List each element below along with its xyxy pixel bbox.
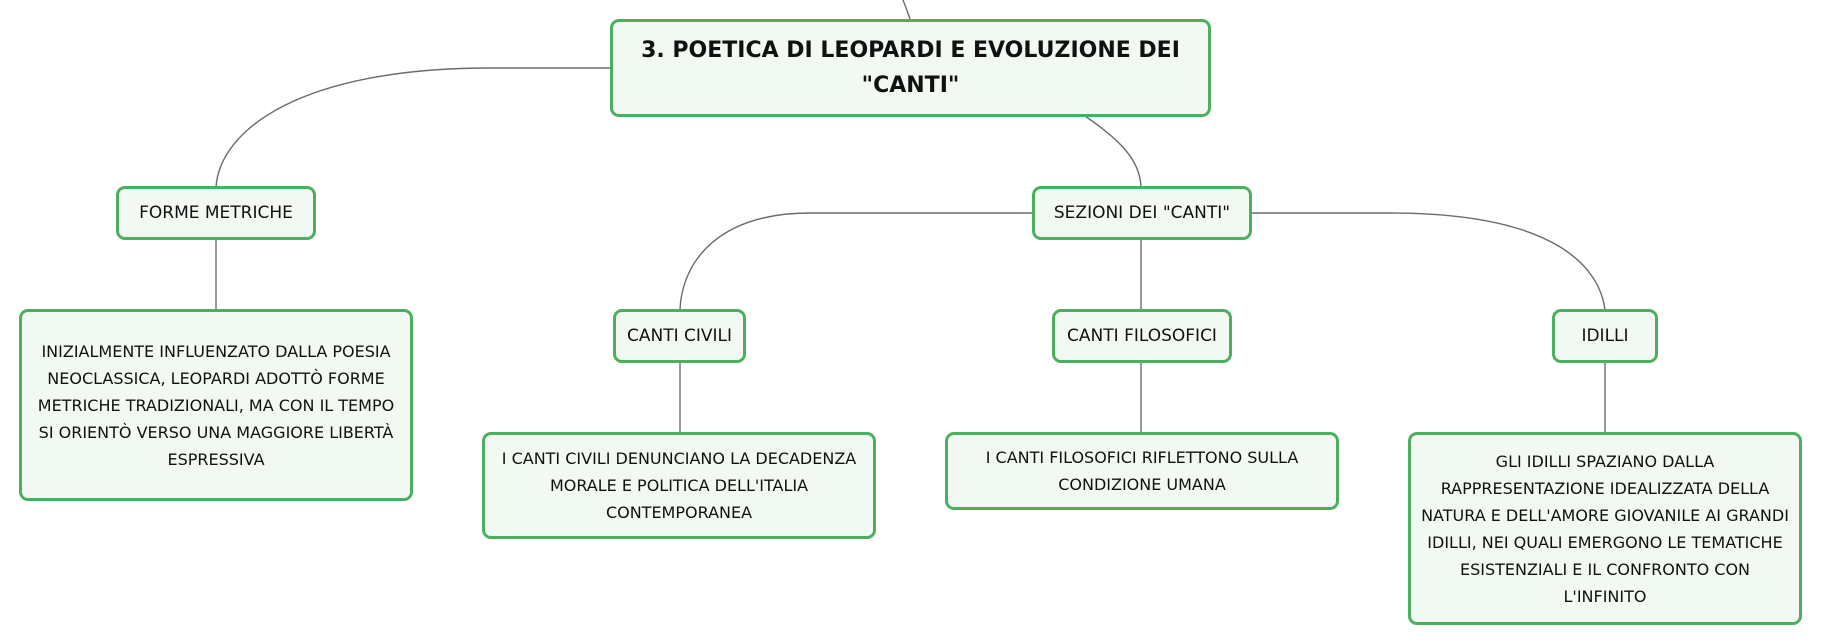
root-topic-node[interactable]: 3. POETICA DI LEOPARDI E EVOLUZIONE DEI … (610, 19, 1211, 117)
forme-metriche-note-node[interactable]: INIZIALMENTE INFLUENZATO DALLA POESIA NE… (19, 309, 413, 501)
connector-root-forme-metriche (215, 67, 610, 188)
idilli-note-text: GLI IDILLI SPAZIANO DALLA RAPPRESENTAZIO… (1421, 451, 1789, 606)
canti-filosofici-node[interactable]: CANTI FILOSOFICI (1052, 309, 1232, 363)
canti-filosofici-label: CANTI FILOSOFICI (1067, 326, 1217, 346)
forme-metriche-note-text: INIZIALMENTE INFLUENZATO DALLA POESIA NE… (37, 341, 395, 469)
connector-sezioni-idilli (1252, 212, 1606, 311)
idilli-label: IDILLI (1581, 326, 1629, 346)
canti-filosofici-note-text: I CANTI FILOSOFICI RIFLETTONO SULLA COND… (985, 448, 1299, 494)
canti-civili-note-text: I CANTI CIVILI DENUNCIANO LA DECADENZA M… (501, 449, 857, 522)
connector-sezioni-canti-civili (679, 212, 1032, 311)
root-topic-title: 3. POETICA DI LEOPARDI E EVOLUZIONE DEI … (641, 38, 1180, 98)
sezioni-canti-label: SEZIONI DEI "CANTI" (1053, 203, 1231, 223)
forme-metriche-label: FORME METRICHE (139, 203, 293, 223)
idilli-note-node[interactable]: GLI IDILLI SPAZIANO DALLA RAPPRESENTAZIO… (1408, 432, 1802, 625)
canti-filosofici-note-node[interactable]: I CANTI FILOSOFICI RIFLETTONO SULLA COND… (945, 432, 1339, 510)
idilli-node[interactable]: IDILLI (1552, 309, 1658, 363)
connector-root-sezioni (1084, 115, 1142, 188)
canti-civili-note-node[interactable]: I CANTI CIVILI DENUNCIANO LA DECADENZA M… (482, 432, 876, 539)
canti-civili-node[interactable]: CANTI CIVILI (613, 309, 746, 363)
connector-to-parent (902, 0, 911, 20)
canti-civili-label: CANTI CIVILI (626, 326, 733, 346)
sezioni-canti-node[interactable]: SEZIONI DEI "CANTI" (1032, 186, 1252, 240)
forme-metriche-node[interactable]: FORME METRICHE (116, 186, 316, 240)
